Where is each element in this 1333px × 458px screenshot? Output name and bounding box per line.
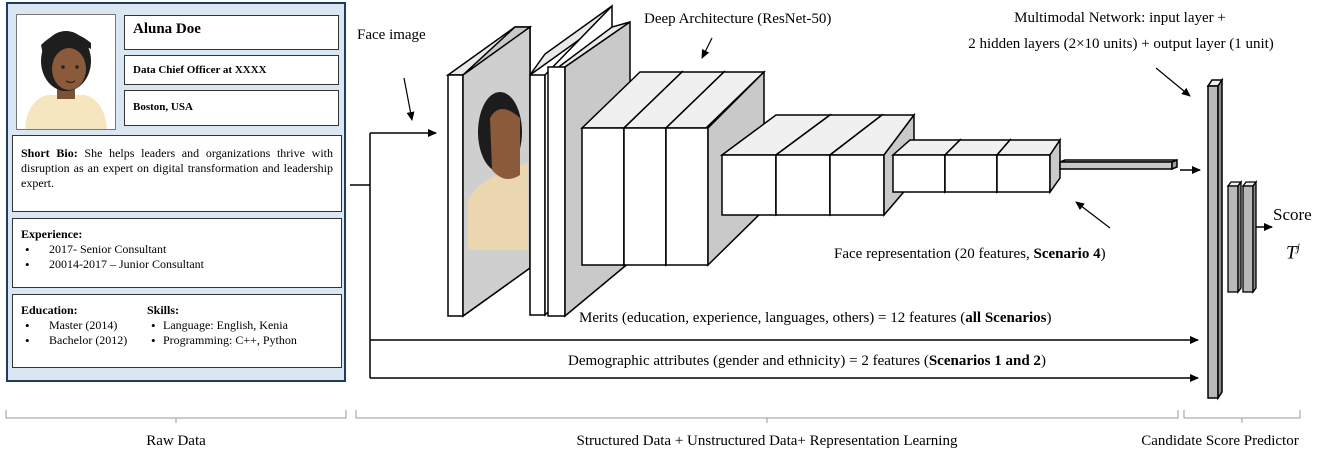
multimodal-label-line1: Multimodal Network: input layer + [1014, 10, 1226, 26]
skills-label: Skills: [147, 303, 180, 317]
face-repr-suffix: ) [1100, 246, 1106, 262]
skills-item: Programming: C++, Python [147, 333, 297, 348]
merits-prefix: Merits (education, experience, languages… [579, 310, 966, 326]
profile-name: Aluna Doe [124, 15, 339, 50]
predictor-section-label: Candidate Score Predictor [1141, 433, 1299, 449]
face-embedding-bar [1059, 158, 1178, 171]
bio-text: She helps leaders and organizations thri… [21, 146, 333, 190]
face-picture [468, 92, 528, 250]
deep-architecture-label: Deep Architecture (ResNet-50) [644, 11, 832, 27]
pointer-arrows [403, 37, 1191, 229]
demo-prefix: Demographic attributes (gender and ethni… [568, 353, 929, 369]
experience-box: Experience: 2017- Senior Consultant 2001… [12, 218, 342, 288]
connector-lines [350, 129, 1273, 382]
section-brackets [5, 410, 1301, 423]
score-symbol: Tj [1286, 240, 1300, 264]
multimodal-label-line2: 2 hidden layers (2×10 units) + output la… [968, 36, 1274, 52]
education-item: Bachelor (2012) [21, 333, 333, 348]
face-image-label: Face image [357, 27, 426, 43]
demo-suffix: ) [1040, 353, 1046, 369]
experience-item: 2017- Senior Consultant [21, 242, 333, 257]
face-repr-prefix: Face representation (20 features, [834, 246, 1034, 262]
face-repr-bold: Scenario 4 [1033, 246, 1101, 262]
raw-data-section-label: Raw Data [146, 433, 206, 449]
face-representation-label: Face representation (20 features, Scenar… [834, 246, 1106, 263]
multimodal-input-layer [1206, 77, 1224, 401]
education-skills-box: Education: Master (2014) Bachelor (2012)… [12, 294, 342, 368]
merits-label: Merits (education, experience, languages… [579, 310, 1051, 327]
conv-block-1 [580, 70, 766, 267]
structured-section-label: Structured Data + Unstructured Data+ Rep… [576, 433, 958, 449]
score-label: Score [1273, 205, 1312, 224]
education-label: Education: [21, 303, 78, 317]
demographic-label: Demographic attributes (gender and ethni… [568, 353, 1046, 370]
demo-bold: Scenarios 1 and 2 [928, 353, 1041, 369]
bio-label: Short Bio: [21, 146, 78, 160]
skills-item: Language: English, Kenia [147, 318, 297, 333]
score-symbol-base: T [1286, 242, 1297, 264]
cv-panel: Aluna Doe Data Chief Officer at XXXX Bos… [6, 2, 346, 382]
skills-column: Skills: Language: English, Kenia Program… [147, 303, 297, 348]
experience-item: 20014-2017 – Junior Consultant [21, 257, 333, 272]
profile-location: Boston, USA [124, 90, 339, 126]
experience-label: Experience: [21, 227, 83, 241]
merits-suffix: ) [1046, 310, 1052, 326]
profile-photo [16, 14, 116, 130]
score-symbol-superscript: j [1296, 240, 1300, 254]
conv-block-3 [891, 137, 1062, 195]
education-item: Master (2014) [21, 318, 333, 333]
merits-bold: all Scenarios [965, 310, 1047, 326]
bio-box: Short Bio: She helps leaders and organiz… [12, 135, 342, 212]
conv-block-2 [719, 112, 916, 218]
profile-job-title: Data Chief Officer at XXXX [124, 55, 339, 85]
multimodal-hidden-layers [1226, 180, 1258, 294]
